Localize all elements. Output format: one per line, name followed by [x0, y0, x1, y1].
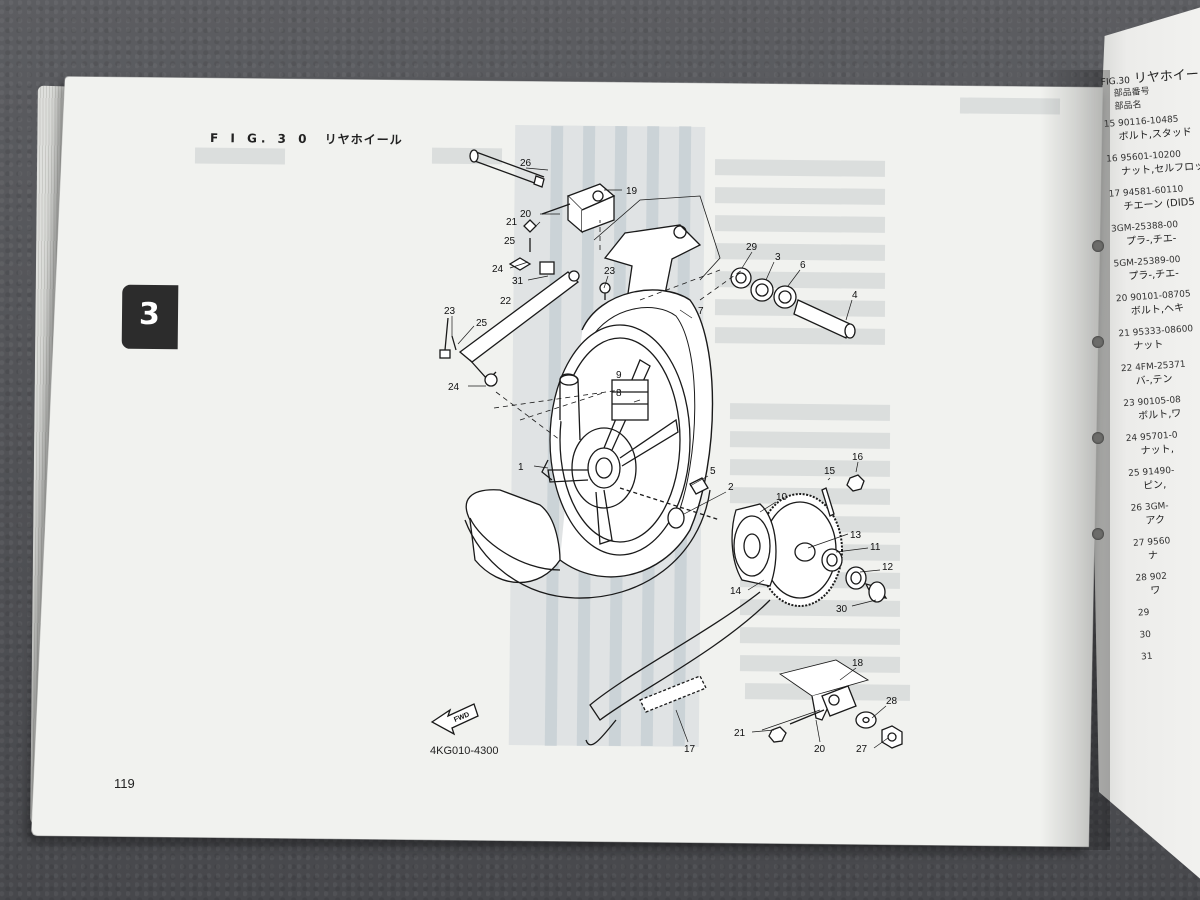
callout-1: 1 [518, 462, 524, 473]
callout-27: 27 [856, 744, 868, 755]
callout-19: 19 [626, 186, 638, 197]
bearings-and-collar [730, 267, 856, 339]
callout-3: 3 [775, 252, 781, 263]
bottom-fasteners [768, 711, 903, 749]
callout-24b: 24 [448, 382, 460, 393]
callout-25b: 25 [476, 318, 488, 329]
tension-bar-part [439, 270, 580, 387]
leader-lines [451, 167, 889, 749]
callout-30: 30 [836, 604, 848, 615]
callout-17: 17 [684, 744, 696, 755]
hub-bearings [821, 548, 888, 603]
parts-list-number: 30 [1139, 629, 1152, 641]
figure-code: 4KG010-4300 [430, 745, 499, 757]
callout-14: 14 [730, 586, 742, 597]
callout-5: 5 [710, 466, 716, 477]
callout-12: 12 [882, 562, 894, 573]
callout-25a: 25 [504, 236, 516, 247]
callout-11: 11 [870, 542, 881, 553]
callout-23a: 23 [604, 266, 616, 277]
callout-24a: 24 [492, 264, 504, 275]
callout-18: 18 [852, 658, 864, 669]
parts-list-number: 29 [1137, 607, 1150, 619]
callout-21a: 21 [506, 217, 518, 228]
callout-26: 26 [520, 158, 532, 169]
callout-10: 10 [776, 492, 788, 503]
binding-rings [1092, 240, 1106, 600]
sprocket-part [731, 493, 843, 607]
forward-arrow-icon [430, 703, 479, 736]
callout-16: 16 [852, 452, 864, 463]
callout-4: 4 [852, 290, 858, 301]
stud-and-nut [821, 474, 865, 517]
callout-21b: 21 [734, 728, 746, 739]
callout-7: 7 [698, 306, 704, 317]
callout-9: 9 [616, 370, 622, 381]
callout-2: 2 [728, 482, 734, 493]
diagram-linework [430, 149, 903, 749]
chain-puller-part [541, 183, 616, 234]
right-page-fig: FIG.30 [1100, 75, 1131, 88]
parts-list-row: 31 [1141, 645, 1200, 665]
drive-chain-part [585, 591, 771, 746]
parts-list-row: 30 [1139, 623, 1200, 643]
spacer-and-nut [619, 477, 721, 529]
axle-part [469, 149, 545, 188]
parts-list-row: 29 [1138, 601, 1200, 621]
callout-labels: 26 19 20 21 25 24 31 23 22 23 25 24 29 3… [444, 158, 898, 755]
callout-28: 28 [886, 696, 898, 707]
parts-list-row: 25 91490-ピン, [1128, 461, 1200, 494]
callout-8: 8 [616, 388, 622, 399]
right-page [1090, 0, 1200, 900]
callout-13: 13 [850, 530, 862, 541]
callout-23b: 23 [444, 306, 456, 317]
page-number: 119 [114, 776, 135, 791]
explode-lines [493, 220, 743, 441]
chain-guide-part [761, 659, 870, 731]
callout-29: 29 [746, 242, 758, 253]
parts-list-number: 31 [1140, 651, 1153, 663]
callout-22: 22 [500, 296, 512, 307]
callout-6: 6 [800, 260, 806, 271]
callout-31: 31 [512, 276, 524, 287]
callout-15: 15 [824, 466, 836, 477]
small-fasteners [451, 219, 611, 351]
callout-20a: 20 [520, 209, 532, 220]
callout-20b: 20 [814, 744, 826, 755]
parts-list-row: 26 3GM-アク [1130, 496, 1200, 529]
